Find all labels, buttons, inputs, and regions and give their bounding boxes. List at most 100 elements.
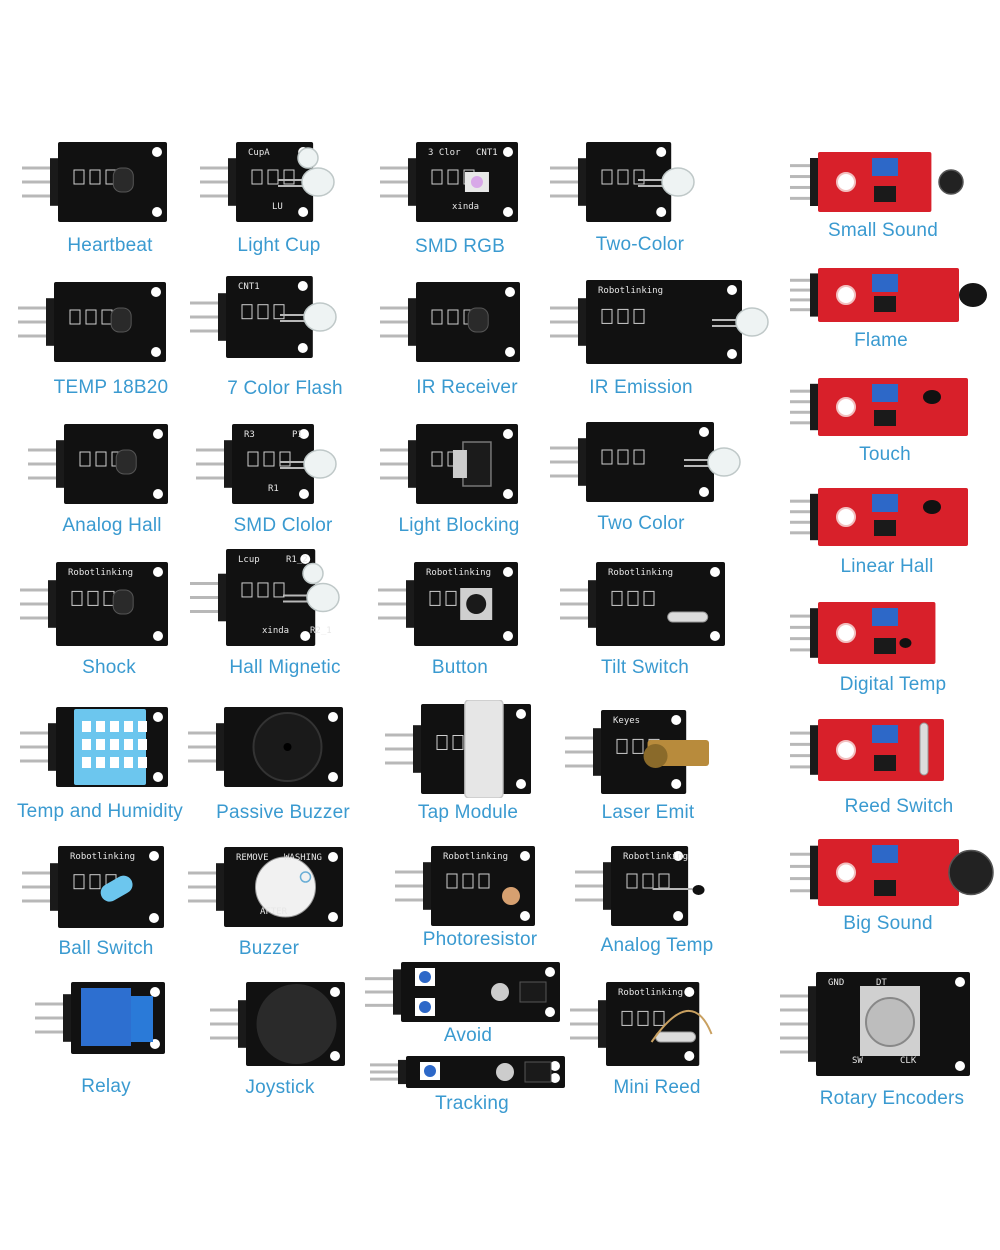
- silver-pad: [452, 450, 467, 478]
- potentiometer: [872, 608, 898, 626]
- mounting-hole: [330, 1051, 340, 1061]
- header-pin: [190, 582, 226, 585]
- comparator-chip: [874, 638, 896, 654]
- header-pin: [790, 614, 818, 618]
- pcb-board: [606, 982, 700, 1066]
- sensor-component: [923, 390, 941, 404]
- header-pin: [790, 421, 818, 425]
- header-pin: [790, 520, 818, 524]
- mounting-hole: [153, 489, 163, 499]
- header-pin: [35, 1002, 71, 1006]
- dht-grille: [124, 739, 133, 750]
- module-image: [790, 148, 965, 216]
- module-image: [210, 978, 345, 1070]
- led-bulb: [306, 582, 340, 613]
- silkscreen-text: Robotlinking: [443, 852, 508, 862]
- header-pin: [200, 180, 236, 184]
- header-pin: [190, 315, 226, 319]
- led-bulb: [297, 147, 319, 169]
- header-pin: [28, 462, 64, 466]
- ir-pair: [519, 981, 547, 1003]
- header-pin: [790, 185, 818, 189]
- header-pin: [188, 759, 224, 763]
- mounting-hole: [710, 631, 720, 641]
- dht-grille: [82, 757, 91, 768]
- mounting-hole: [955, 1061, 965, 1071]
- header-pin: [790, 731, 818, 735]
- solder-pad: [632, 738, 644, 754]
- header-pin: [210, 1022, 246, 1026]
- silkscreen-text: R3: [244, 430, 255, 440]
- header-pin: [560, 588, 596, 592]
- mounting-hole: [150, 987, 160, 997]
- solder-pad: [446, 873, 458, 889]
- module-label: SMD RGB: [414, 236, 506, 257]
- solder-pad: [616, 738, 628, 754]
- solder-pad: [73, 169, 85, 185]
- module-image: Robotlinking: [550, 276, 778, 368]
- module-label: Tracking: [435, 1093, 509, 1114]
- glass-tube: [667, 611, 709, 623]
- header-pin: [550, 334, 586, 338]
- solder-pad: [611, 590, 623, 606]
- header-pin: [790, 754, 818, 758]
- mounting-hole: [656, 147, 667, 157]
- mounting-hole: [836, 285, 856, 305]
- module-image: [790, 264, 995, 326]
- module-board-relay: [35, 982, 165, 1054]
- module-board-heartbeat: [22, 142, 167, 222]
- silkscreen-text: WASHING: [284, 853, 322, 863]
- module-label: Buzzer: [238, 938, 300, 959]
- solder-pad: [643, 590, 655, 606]
- module-label: Shock: [82, 657, 136, 678]
- header-pin: [190, 610, 226, 613]
- solder-pad: [273, 304, 285, 320]
- module-image: [385, 699, 531, 799]
- silkscreen-text: Lcup: [238, 555, 260, 565]
- module-board-temp-and-humidity: [20, 707, 168, 787]
- silkscreen-text: CupA: [248, 148, 270, 158]
- smd-led-die: [470, 176, 483, 188]
- dht-grille: [82, 739, 91, 750]
- sensor-component: [110, 307, 132, 333]
- module-label: Tap Module: [417, 802, 519, 823]
- dht-grille: [124, 721, 133, 732]
- led-lead: [280, 467, 320, 469]
- mounting-hole: [550, 1061, 560, 1071]
- module-board-laser-emit: Keyes: [565, 710, 709, 794]
- silkscreen-text: P1: [292, 430, 303, 440]
- header-pin: [188, 899, 224, 903]
- header-pin: [18, 320, 54, 324]
- solder-pad: [431, 451, 443, 467]
- dht-grille: [110, 739, 119, 750]
- mounting-hole: [496, 1063, 514, 1081]
- module-label: Hall Mignetic: [229, 657, 341, 678]
- pcb-board: [818, 839, 959, 906]
- solder-pad: [431, 169, 443, 185]
- glass-tube: [919, 722, 929, 776]
- mounting-hole: [153, 712, 163, 722]
- header-pin: [790, 175, 818, 179]
- mounting-hole: [673, 911, 684, 921]
- header-pin: [395, 884, 431, 888]
- header-pin: [370, 1063, 406, 1067]
- led-bulb: [303, 449, 337, 479]
- module-board-analog-hall: [28, 424, 168, 504]
- header-pin: [790, 278, 818, 282]
- potentiometer-knob: [424, 1065, 436, 1077]
- mounting-hole: [151, 347, 161, 357]
- solder-pad: [626, 873, 638, 889]
- silkscreen-text: REMOVE: [236, 853, 269, 863]
- pcb-board: [818, 719, 944, 781]
- module-image: [188, 703, 343, 791]
- mounting-hole: [149, 913, 159, 923]
- silkscreen-text: Robotlinking: [598, 286, 663, 296]
- potentiometer: [872, 384, 898, 402]
- module-image: Robotlinking: [378, 558, 518, 650]
- mounting-hole: [328, 712, 338, 722]
- mounting-hole: [153, 772, 163, 782]
- pcb-board: [818, 602, 936, 664]
- silkscreen-text: R1_2: [286, 555, 308, 565]
- mounting-hole: [836, 862, 856, 883]
- header-pin: [380, 476, 416, 480]
